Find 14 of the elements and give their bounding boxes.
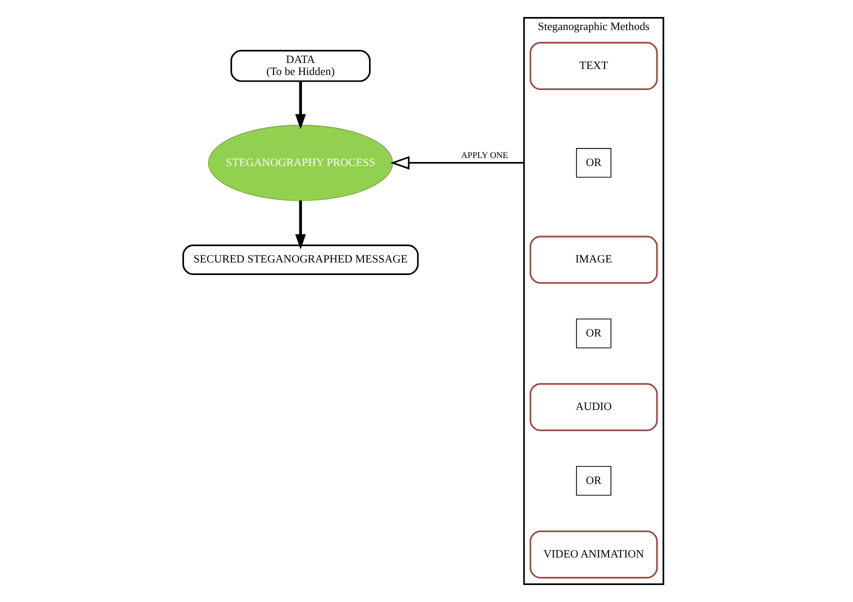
arrow bbox=[295, 81, 306, 130]
node-box: VIDEO ANIMATION bbox=[530, 530, 658, 579]
node-box: OR bbox=[576, 466, 612, 496]
node-box: OR bbox=[576, 148, 612, 178]
node-box: TEXT bbox=[530, 42, 658, 90]
arrow bbox=[390, 156, 524, 170]
node-box: SECURED STEGANOGRAPHED MESSAGE bbox=[182, 244, 419, 275]
node-box: IMAGE bbox=[530, 236, 658, 284]
node-box: DATA (To be Hidden) bbox=[230, 50, 371, 82]
node-ellipse: STEGANOGRAPHY PROCESS bbox=[208, 124, 394, 201]
arrow bbox=[295, 200, 306, 250]
edge-label: APPLY ONE bbox=[461, 150, 508, 160]
node-box: OR bbox=[576, 318, 612, 348]
node-box: AUDIO bbox=[530, 383, 658, 432]
